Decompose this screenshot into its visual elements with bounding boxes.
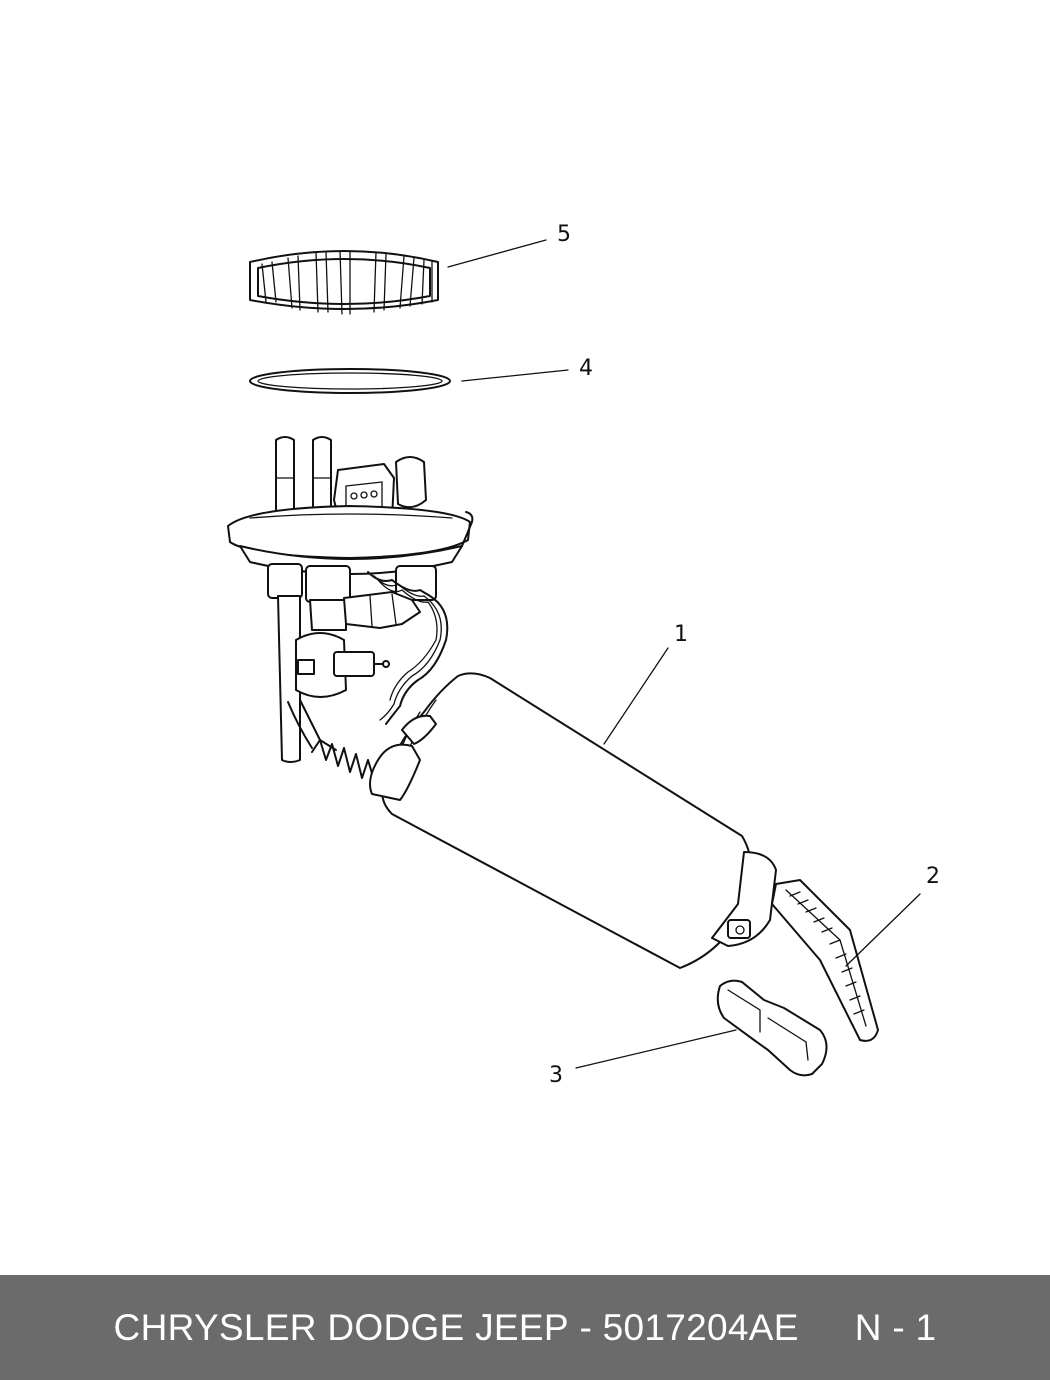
leader-line-3 (575, 1029, 737, 1069)
fuel-pump-part-1 (369, 647, 777, 969)
callout-3: 3 (549, 1063, 563, 1088)
footer-page: N - 1 (854, 1306, 937, 1348)
lock-ring-part-5 (249, 239, 547, 315)
leader-line-2 (845, 893, 921, 967)
leader-line-4 (461, 369, 569, 382)
fuel-pump-module-diagram: 1 2 3 4 5 (227, 222, 940, 1088)
footer-brand: CHRYSLER DODGE JEEP (113, 1306, 569, 1348)
leader-line-5 (447, 239, 547, 268)
module-flange (227, 436, 474, 603)
callout-2: 2 (926, 864, 940, 889)
footer-bar: CHRYSLER DODGE JEEP - 5017204AE N - 1 (0, 1275, 1050, 1380)
connector-clip-part-3 (575, 979, 828, 1077)
footer-part-number: 5017204AE (602, 1306, 799, 1348)
callout-4: 4 (579, 356, 593, 381)
fuel-strainer-part-2 (771, 879, 921, 1042)
callout-5: 5 (557, 222, 571, 247)
reservoir-assembly (277, 571, 449, 781)
footer-separator: - (568, 1306, 603, 1348)
seal-ring-part-4 (249, 368, 569, 394)
callout-1: 1 (674, 622, 688, 647)
leader-line-1 (603, 647, 669, 745)
